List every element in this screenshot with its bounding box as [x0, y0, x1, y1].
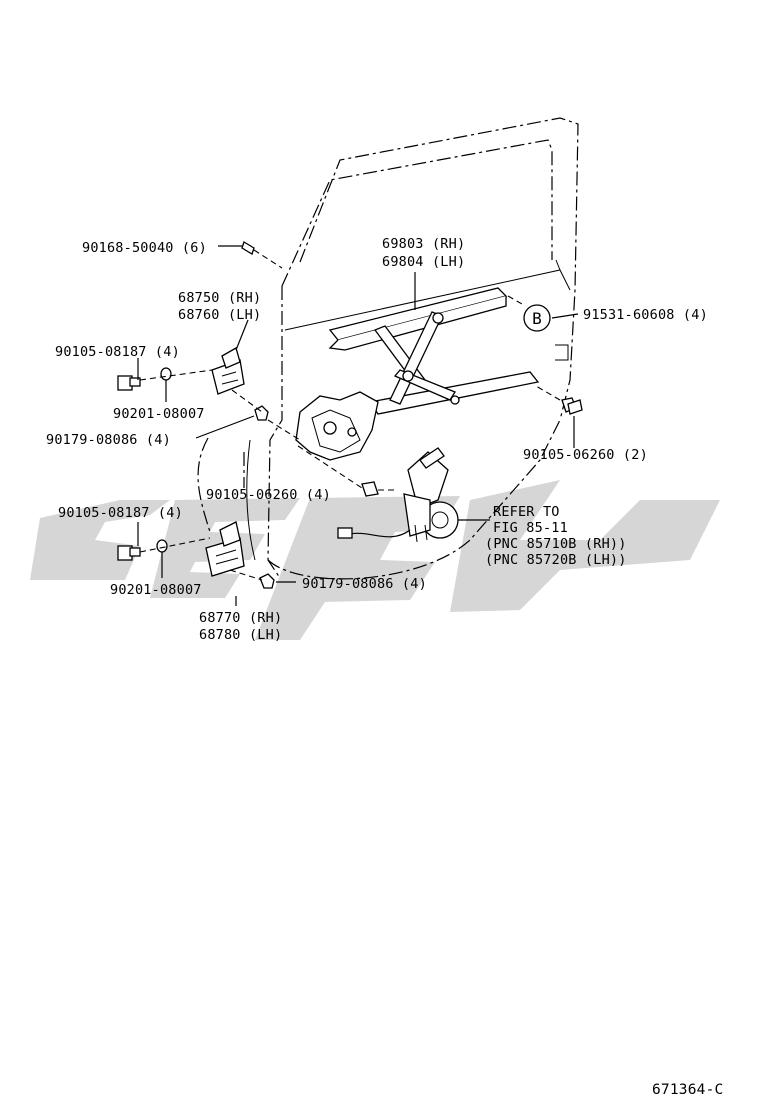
fastener-bolt-upper [117, 375, 141, 391]
fastener-washer-lower [156, 539, 168, 553]
label-bolt-lower: 90105-08187 (4) [58, 505, 183, 521]
fastener-bolt-top [241, 241, 255, 255]
label-refer-line3: (PNC 85710B (RH)) [485, 536, 627, 552]
label-hinge-lower-rh: 68770 (RH) [199, 610, 282, 626]
diagram-code: 671364-C [652, 1082, 723, 1098]
callout-b: B [523, 304, 551, 332]
fastener-bolt-lower [117, 545, 141, 561]
fastener-washer-upper [160, 367, 172, 381]
fastener-bolt-regulator-mid [361, 481, 379, 497]
leader-lines [137, 245, 579, 606]
fastener-nut-lower [259, 573, 275, 589]
label-refer-line2: FIG 85-11 [493, 520, 568, 536]
label-refer-line1: REFER TO [493, 504, 560, 520]
lower-hinge [205, 521, 245, 577]
label-hinge-upper-lh: 68760 (LH) [178, 307, 261, 323]
label-hinge-upper-rh: 68750 (RH) [178, 290, 261, 306]
window-regulator [295, 287, 540, 461]
upper-hinge [211, 347, 245, 395]
label-washer-lower: 90201-08007 [110, 582, 202, 598]
label-washer-upper: 90201-08007 [113, 406, 205, 422]
part-labels: 90168-50040 (6) 69803 (RH) 69804 (LH) 68… [46, 236, 723, 1098]
fastener-bolt-regulator-right [567, 399, 583, 415]
regulator-motor [337, 447, 459, 543]
label-channel-rh: 69803 (RH) [382, 236, 465, 252]
door-frame [246, 117, 579, 580]
label-refer-line4: (PNC 85720B (LH)) [485, 552, 627, 568]
label-nut-lower: 90179-08086 (4) [302, 576, 427, 592]
label-bolt-upper: 90105-08187 (4) [55, 344, 180, 360]
label-hinge-lower-lh: 68780 (LH) [199, 627, 282, 643]
label-screw-right: 91531-60608 (4) [583, 307, 708, 323]
label-channel-lh: 69804 (LH) [382, 254, 465, 270]
label-nut-upper: 90179-08086 (4) [46, 432, 171, 448]
callout-b-letter: B [532, 309, 542, 328]
label-bolt-regulator-right: 90105-06260 (2) [523, 447, 648, 463]
label-bolt-regulator-mid: 90105-06260 (4) [206, 487, 331, 503]
label-bolt-top: 90168-50040 (6) [82, 240, 207, 256]
